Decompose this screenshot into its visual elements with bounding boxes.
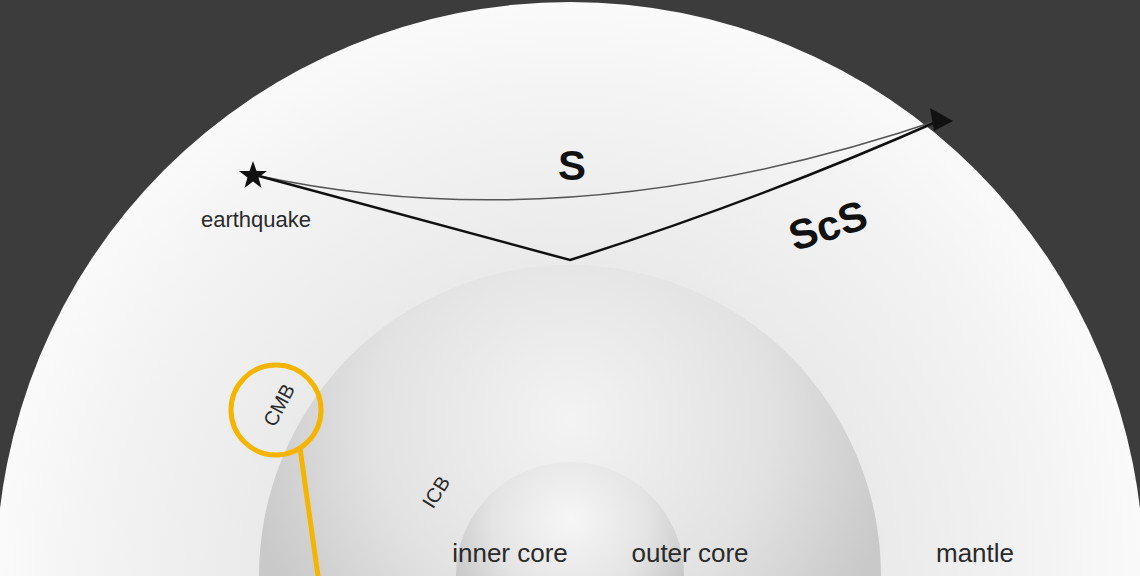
layer-label: inner core [452,540,568,566]
s-ray-path [255,118,945,200]
layer-label: mantle [936,540,1014,566]
scs-ray-path [255,118,945,260]
station-triangle [930,108,953,131]
layer-label: outer core [631,540,748,566]
magnifier-ring [231,365,321,455]
earthquake-star [239,161,267,188]
wave-label: S [558,145,586,187]
source-label: earthquake [201,209,311,231]
outer-core-disk [259,265,881,576]
magnifier-handle [300,448,318,576]
